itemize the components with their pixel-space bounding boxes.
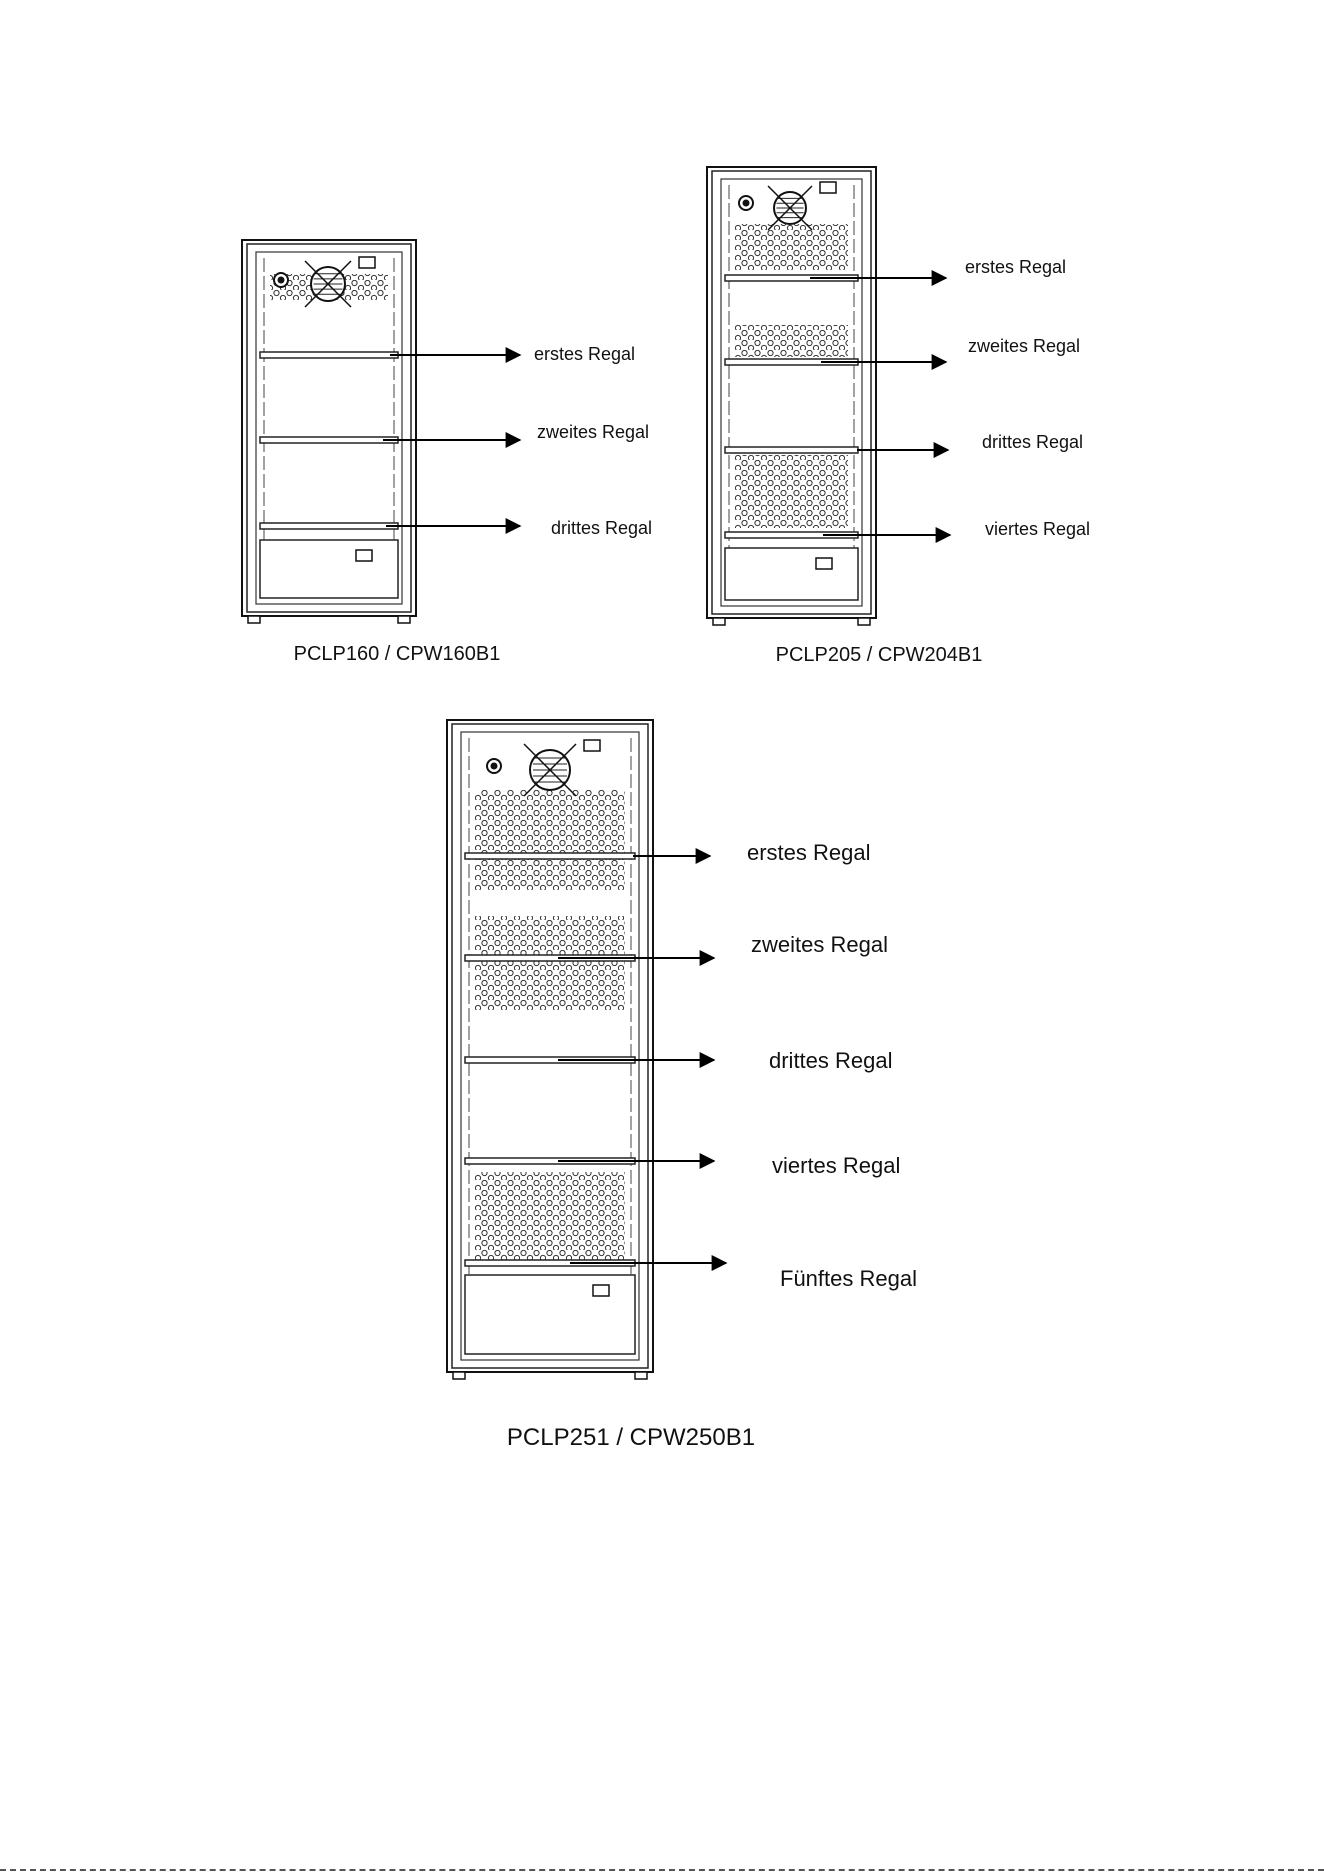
shelf (260, 437, 398, 443)
foot (713, 618, 725, 625)
shelf-label: viertes Regal (772, 1153, 900, 1178)
shelf-label: erstes Regal (747, 840, 871, 865)
foot (398, 616, 410, 623)
perforated-panel (475, 1172, 625, 1262)
shelf-label: drittes Regal (769, 1048, 893, 1073)
cabinet-figure-3: erstes Regal zweites Regal drittes Regal vi… (447, 720, 917, 1451)
shelf-label: viertes Regal (985, 519, 1090, 539)
shelf-label: Fünftes Regal (780, 1266, 917, 1291)
page-bottom-rule (0, 1869, 1324, 1871)
shelf (260, 352, 398, 358)
shelf-label: erstes Regal (534, 344, 635, 364)
foot (453, 1372, 465, 1379)
control-panel-icon (593, 1285, 609, 1296)
cabinet-figure-2: erstes Regal zweites Regal drittes Regal vi… (707, 167, 1090, 666)
cabinet-figure-1: erstes Regal zweites Regal drittes RegalPC… (242, 240, 652, 665)
model-caption: PCLP160 / CPW160B1 (294, 643, 501, 665)
shelf (465, 853, 635, 859)
shelf-label: zweites Regal (968, 336, 1080, 356)
switch-icon (584, 740, 600, 751)
light-knob-core (491, 763, 498, 770)
foot (635, 1372, 647, 1379)
light-knob-core (278, 277, 285, 284)
shelf-label: drittes Regal (982, 432, 1083, 452)
foot (858, 618, 870, 625)
model-caption: PCLP205 / CPW204B1 (776, 644, 983, 666)
model-caption: PCLP251 / CPW250B1 (507, 1424, 755, 1451)
shelf-label: zweites Regal (537, 422, 649, 442)
control-panel-icon (816, 558, 832, 569)
perforated-panel (475, 790, 625, 890)
shelf (260, 523, 398, 529)
perforated-panel (735, 325, 848, 357)
perforated-panel (475, 916, 625, 1010)
shelf (725, 447, 858, 453)
bottom-compartment (260, 540, 398, 598)
bottom-compartment (725, 548, 858, 600)
light-knob-core (743, 200, 750, 207)
shelf-label: drittes Regal (551, 518, 652, 538)
switch-icon (820, 182, 836, 193)
shelf-label: erstes Regal (965, 257, 1066, 277)
control-panel-icon (356, 550, 372, 561)
switch-icon (359, 257, 375, 268)
perforated-panel (735, 455, 848, 528)
perforated-panel (735, 224, 848, 270)
shelf-label: zweites Regal (751, 932, 888, 957)
foot (248, 616, 260, 623)
